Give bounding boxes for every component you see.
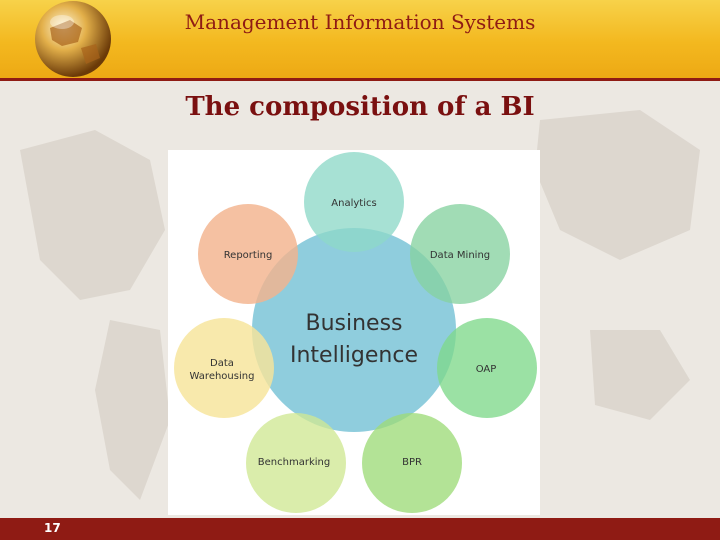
slide-title: The composition of a BI [185, 92, 535, 122]
data-warehousing-label-line2: Warehousing [190, 371, 255, 382]
bpr-node [362, 413, 462, 513]
data-mining-node [410, 204, 510, 304]
center-label-line2: Intelligence [290, 343, 418, 368]
page-number: 17 [44, 521, 61, 535]
oap-label: OAP [476, 364, 497, 375]
data-mining-label: Data Mining [430, 250, 490, 261]
benchmarking-node [246, 413, 346, 513]
analytics-label: Analytics [331, 198, 376, 209]
oap-node [437, 318, 537, 418]
data-warehousing-label-line1: Data [210, 358, 234, 369]
bpr-label: BPR [402, 457, 422, 468]
reporting-node [198, 204, 298, 304]
analytics-node [304, 152, 404, 252]
data-warehousing-node [174, 318, 274, 418]
header-divider [0, 78, 720, 81]
center-circle [252, 228, 456, 432]
header-band [0, 0, 720, 78]
footer-band: 17 [0, 518, 720, 540]
center-label-line1: Business [305, 311, 402, 336]
header-title: Management Information Systems [184, 10, 536, 34]
reporting-label: Reporting [224, 250, 273, 261]
globe-icon [35, 1, 111, 77]
bi-composition-diagram: Business Intelligence Analytics Data Min… [168, 150, 540, 515]
benchmarking-label: Benchmarking [258, 457, 330, 468]
